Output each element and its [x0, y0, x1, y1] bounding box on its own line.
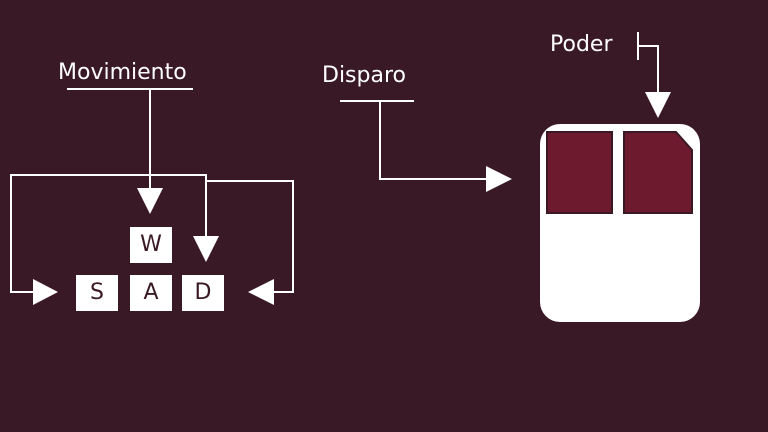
mouse-icon	[540, 124, 700, 322]
arrow-icon	[137, 188, 163, 214]
mouse-left-button	[546, 131, 613, 214]
movement-line-s	[10, 174, 150, 293]
mouse-right-button	[623, 131, 693, 214]
power-label: Poder	[550, 32, 613, 57]
arrow-icon	[193, 236, 219, 262]
arrow-icon	[248, 279, 274, 305]
key-s: S	[76, 275, 118, 311]
arrow-icon	[486, 166, 512, 192]
shoot-label: Disparo	[322, 63, 406, 88]
movement-label: Movimiento	[58, 60, 187, 85]
key-w: W	[130, 227, 172, 263]
power-line	[638, 45, 659, 92]
movement-line-right	[206, 180, 294, 293]
movement-line-d	[150, 174, 207, 236]
key-a: A	[130, 275, 172, 311]
arrow-icon	[645, 92, 671, 118]
key-d: D	[182, 275, 224, 311]
shoot-line	[379, 101, 488, 180]
arrow-icon	[33, 279, 58, 305]
